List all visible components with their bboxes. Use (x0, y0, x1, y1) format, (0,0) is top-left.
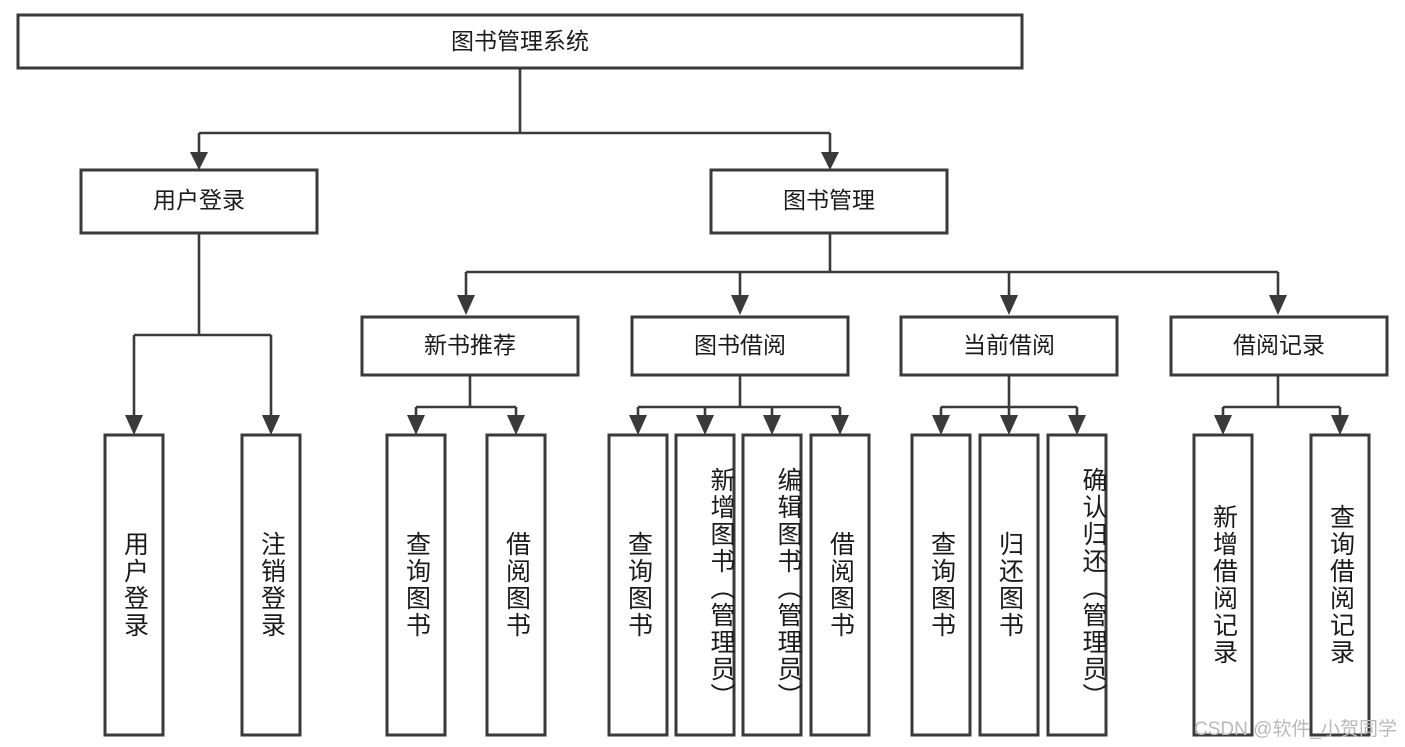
arrow-head-icon (1000, 295, 1018, 315)
leaf-box-add-book-admin[interactable] (674, 433, 736, 737)
leaf-box-borrow-book-2[interactable] (809, 433, 871, 737)
node-user-login[interactable]: 用户登录 (79, 168, 319, 235)
node-new-book-recommendation[interactable]: 新书推荐 (360, 315, 580, 377)
node-label: 用户登录 (153, 187, 245, 213)
arrow-head-icon (457, 295, 475, 315)
leaf-box-user-login[interactable] (103, 433, 165, 737)
arrow-head-icon (1000, 415, 1018, 435)
node-label: 当前借阅 (963, 332, 1055, 358)
node-box (630, 315, 850, 377)
arrow-head-icon (696, 415, 714, 435)
arrow-head-icon (1269, 295, 1287, 315)
node-label: 图书管理系统 (451, 28, 589, 54)
connector-book-borrow-to-leaves (629, 375, 849, 435)
leaf-box-query-book-2[interactable] (607, 433, 669, 737)
node-current-borrow[interactable]: 当前借阅 (899, 315, 1119, 377)
node-label: 新书推荐 (424, 332, 516, 358)
node-box (899, 315, 1119, 377)
node-label: 图书管理 (783, 187, 875, 213)
leaf-box-return-book[interactable] (978, 433, 1040, 737)
node-borrow-record[interactable]: 借阅记录 (1169, 315, 1389, 377)
arrow-head-icon (831, 415, 849, 435)
node-box (1169, 315, 1389, 377)
leaf-box-query-book-3[interactable] (910, 433, 972, 737)
connector-user-login-to-leaves (125, 233, 280, 435)
arrow-head-icon (932, 415, 950, 435)
arrow-head-icon (763, 415, 781, 435)
node-label: 借阅记录 (1233, 332, 1325, 358)
leaf-box-add-borrow-record[interactable] (1192, 433, 1254, 737)
node-box (79, 168, 319, 235)
arrow-head-icon (821, 152, 839, 170)
node-book-borrow[interactable]: 图书借阅 (630, 315, 850, 377)
connector-book-manage-to-level3 (457, 233, 1287, 315)
leaf-box-query-book-1[interactable] (385, 433, 447, 737)
leaf-box-confirm-return-admin[interactable] (1046, 433, 1108, 737)
leaf-box-borrow-book-1[interactable] (485, 433, 547, 737)
arrow-head-icon (1068, 415, 1086, 435)
arrow-head-icon (629, 415, 647, 435)
node-book-management[interactable]: 图书管理 (709, 168, 949, 235)
node-root-book-management-system[interactable]: 图书管理系统 (16, 13, 1024, 70)
leaf-box-query-borrow-record[interactable] (1309, 433, 1371, 737)
arrow-head-icon (190, 152, 208, 170)
arrow-head-icon (1331, 415, 1349, 435)
connector-current-borrow-to-leaves (932, 375, 1086, 435)
arrow-head-icon (1214, 415, 1232, 435)
arrow-head-icon (125, 415, 143, 435)
connector-new-book-to-leaves (407, 375, 525, 435)
node-box (360, 315, 580, 377)
connector-borrow-record-to-leaves (1214, 375, 1349, 435)
leaf-box-edit-book-admin[interactable] (741, 433, 803, 737)
arrow-head-icon (731, 295, 749, 315)
arrow-head-icon (407, 415, 425, 435)
leaf-box-logout[interactable] (240, 433, 302, 737)
node-box (709, 168, 949, 235)
node-label: 图书借阅 (694, 332, 786, 358)
connector-root-to-level2 (190, 68, 839, 170)
arrow-head-icon (262, 415, 280, 435)
arrow-head-icon (507, 415, 525, 435)
node-box (16, 13, 1024, 70)
